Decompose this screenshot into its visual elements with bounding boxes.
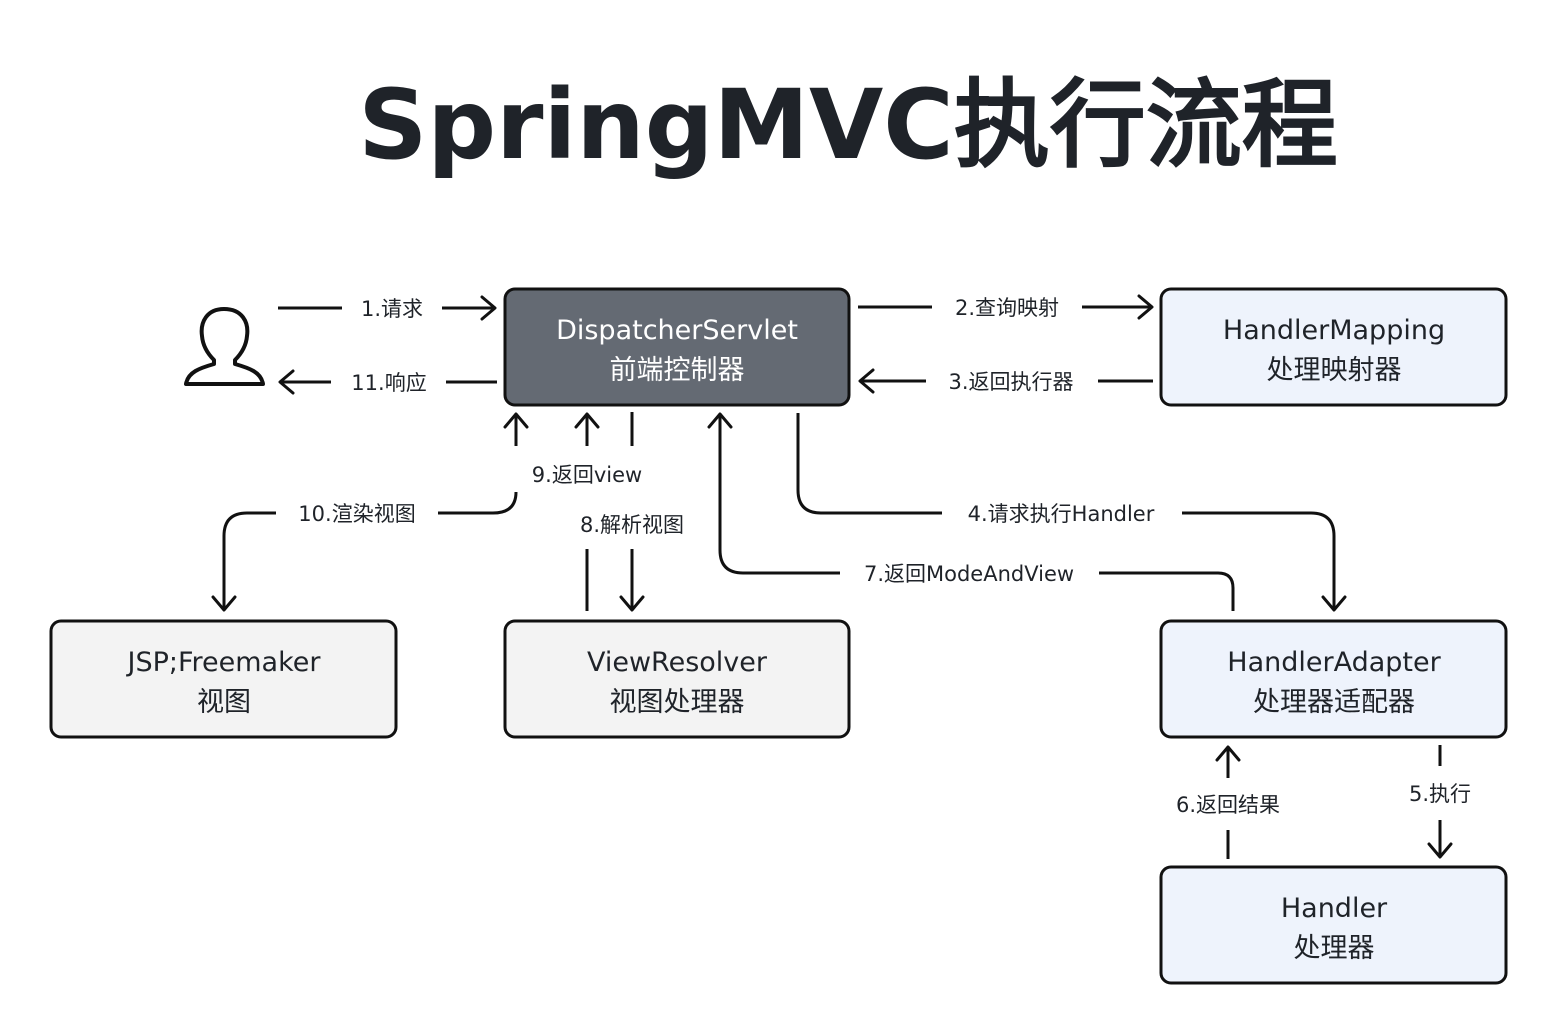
edge-response: 11.响应 — [278, 369, 497, 395]
edge-label-execute: 5.执行 — [1409, 782, 1471, 806]
node-handler: Handler 处理器 — [1159, 865, 1508, 985]
node-view-resolver-title: ViewResolver — [587, 647, 768, 678]
node-handler-box — [1159, 865, 1508, 985]
edge-label-return-executor: 3.返回执行器 — [948, 370, 1073, 394]
node-handler-adapter-title: HandlerAdapter — [1227, 647, 1441, 678]
edge-label-render-view: 10.渲染视图 — [298, 502, 415, 526]
node-view-title: JSP;Freemaker — [125, 647, 321, 678]
edge-return-view: 9.返回view — [532, 412, 642, 611]
node-handler-adapter: HandlerAdapter 处理器适配器 — [1159, 619, 1508, 739]
node-dispatcher-title: DispatcherServlet — [556, 315, 798, 346]
edge-return-executor: 3.返回执行器 — [858, 368, 1153, 394]
edge-label-return-model-and-view: 7.返回ModeAndView — [864, 562, 1074, 586]
node-handler-title: Handler — [1281, 893, 1388, 924]
node-handler-mapping-box — [1159, 287, 1508, 407]
node-handler-subtitle: 处理器 — [1294, 933, 1375, 964]
node-view-resolver-box — [503, 619, 851, 739]
edge-label-resolve-view: 8.解析视图 — [580, 513, 684, 537]
edge-label-return-view: 9.返回view — [532, 463, 642, 487]
edge-render-view: 10.渲染视图 — [211, 412, 529, 612]
edge-execute: 5.执行 — [1409, 745, 1471, 859]
node-view-box — [49, 619, 398, 739]
edge-return-model-and-view: 7.返回ModeAndView — [707, 412, 1235, 611]
node-dispatcher-servlet: DispatcherServlet 前端控制器 — [503, 287, 851, 407]
node-handler-mapping-title: HandlerMapping — [1223, 315, 1445, 346]
node-view-subtitle: 视图 — [197, 687, 251, 718]
edge-label-query-mapping: 2.查询映射 — [955, 296, 1059, 320]
node-view: JSP;Freemaker 视图 — [49, 619, 398, 739]
edge-label-return-result: 6.返回结果 — [1176, 793, 1280, 817]
node-handler-mapping-subtitle: 处理映射器 — [1267, 355, 1402, 386]
node-view-resolver-subtitle: 视图处理器 — [610, 687, 745, 718]
node-dispatcher-box — [503, 287, 851, 407]
edge-request: 1.请求 — [278, 295, 497, 321]
node-handler-mapping: HandlerMapping 处理映射器 — [1159, 287, 1508, 407]
user-icon — [184, 307, 265, 386]
edge-resolve-view: 8.解析视图 — [580, 412, 684, 612]
node-dispatcher-subtitle: 前端控制器 — [610, 355, 745, 386]
node-handler-adapter-box — [1159, 619, 1508, 739]
edge-execute-handler: 4.请求执行Handler — [796, 413, 1347, 612]
diagram-title: SpringMVC执行流程 — [358, 69, 1337, 181]
edge-query-mapping: 2.查询映射 — [858, 294, 1154, 320]
edge-return-result: 6.返回结果 — [1176, 745, 1280, 859]
node-handler-adapter-subtitle: 处理器适配器 — [1253, 687, 1415, 718]
edge-label-request: 1.请求 — [361, 297, 423, 321]
edge-label-execute-handler: 4.请求执行Handler — [968, 502, 1155, 526]
edge-label-response: 11.响应 — [351, 371, 426, 395]
node-view-resolver: ViewResolver 视图处理器 — [503, 619, 851, 739]
